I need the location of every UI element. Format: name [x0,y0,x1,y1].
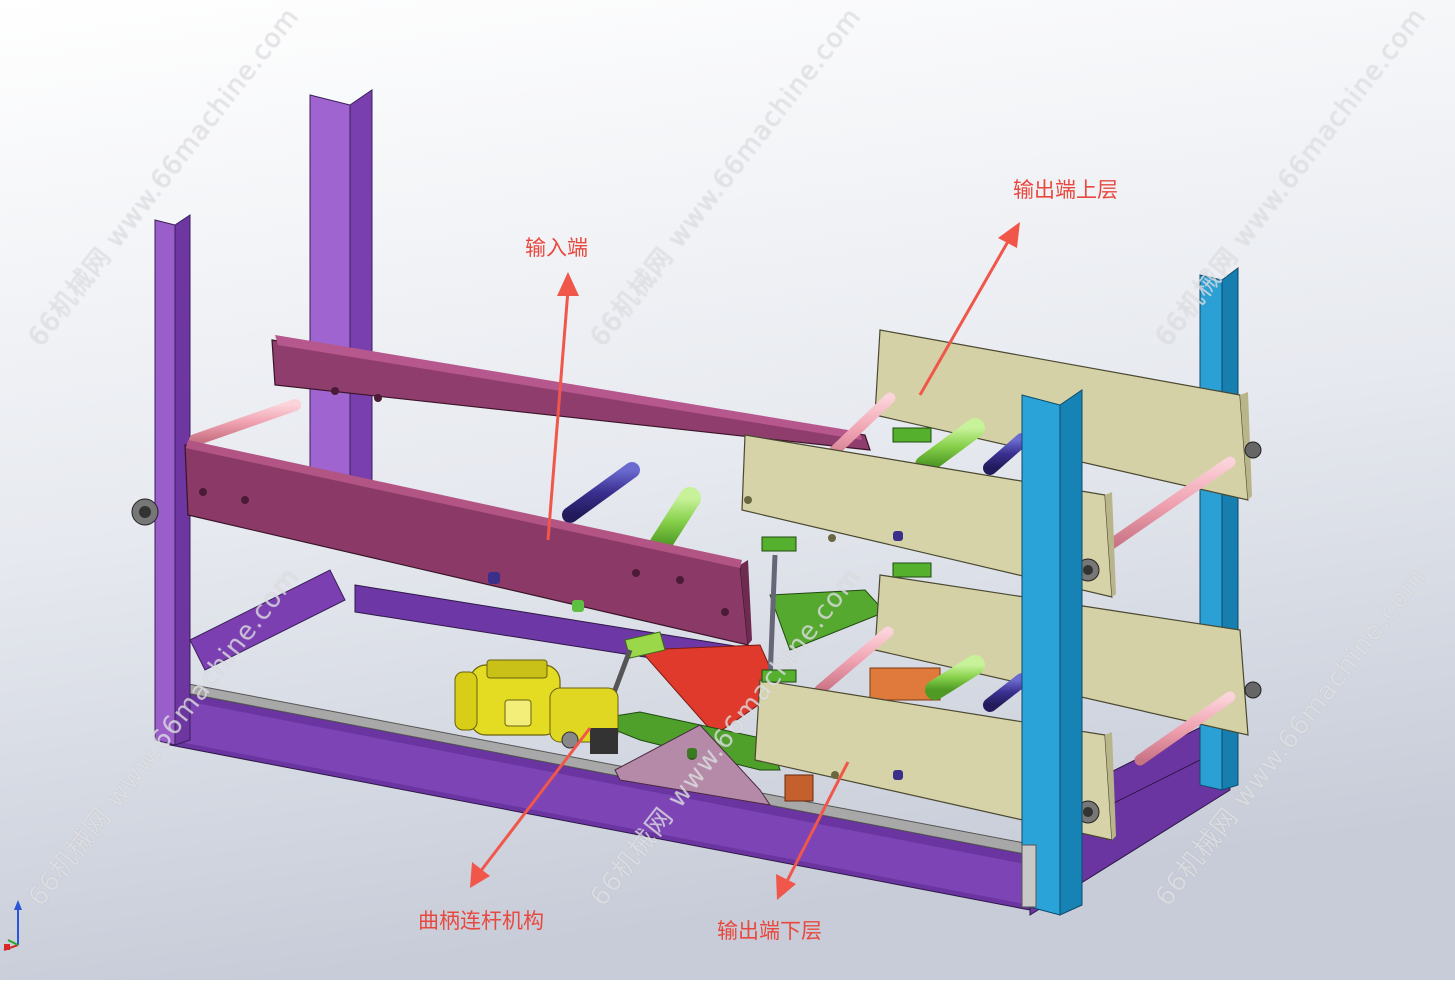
motor [454,659,619,754]
front-right-post [1021,389,1083,916]
bearing-left [131,498,159,526]
axis-triad-icon [3,900,22,951]
arrow-input-end [546,272,579,541]
label-output-lower: 输出端下层 [717,919,822,943]
label-output-upper: 输出端上层 [1013,178,1118,202]
arrow-output-upper [918,222,1020,396]
label-input-end: 输入端 [525,236,588,260]
rear-left-post [309,89,373,486]
arrow-crank-mechanism [470,727,592,888]
arrow-output-lower [776,761,850,900]
front-left-post [154,214,191,746]
output-end-middle [741,434,1116,598]
input-end-assembly [131,335,871,646]
callout-arrows [470,222,1020,900]
label-crank-mechanism: 曲柄连杆机构 [418,909,544,933]
